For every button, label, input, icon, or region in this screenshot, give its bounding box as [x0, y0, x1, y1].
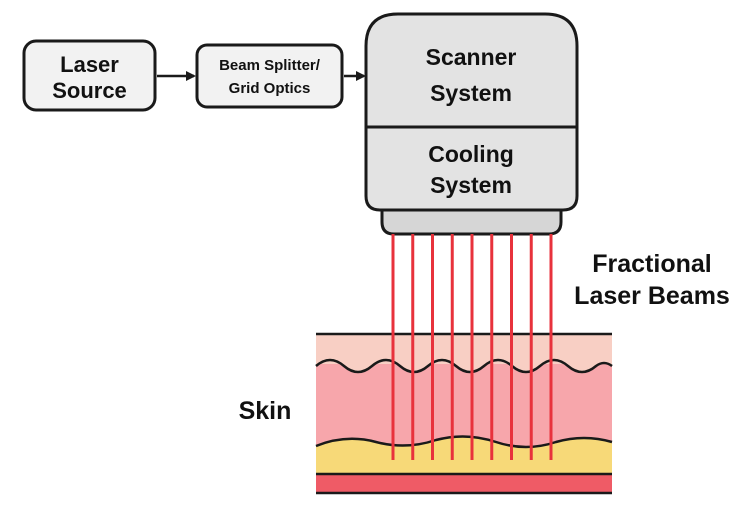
epidermis-wave-fill	[316, 334, 612, 372]
scanner-nozzle	[380, 208, 563, 236]
dermis-layer	[316, 364, 612, 446]
bottom-band	[316, 474, 612, 493]
beam-splitter-line1: Beam Splitter/	[219, 57, 321, 74]
beams-label-line1: Fractional	[592, 250, 711, 278]
scanner-line2: System	[430, 80, 512, 106]
laser-source-line2: Source	[52, 78, 127, 103]
skin-cross-section	[315, 332, 613, 495]
scanner-housing: Scanner System Cooling System	[364, 12, 579, 212]
dermis-fat-boundary	[315, 435, 613, 449]
beams-label-line2: Laser Beams	[574, 282, 730, 310]
beam-splitter-line2: Grid Optics	[229, 80, 311, 97]
beam-splitter-box: Beam Splitter/ Grid Optics	[195, 43, 344, 109]
laser-beams	[391, 234, 553, 460]
scanner-line1: Scanner	[426, 44, 517, 70]
cooling-line1: Cooling	[428, 141, 514, 167]
laser-source-line1: Laser	[60, 52, 119, 77]
skin-label: Skin	[239, 397, 292, 425]
laser-source-box: Laser Source	[22, 39, 157, 112]
cooling-line2: System	[430, 172, 512, 198]
fat-layer	[316, 436, 612, 474]
epidermis-boundary	[315, 358, 613, 374]
